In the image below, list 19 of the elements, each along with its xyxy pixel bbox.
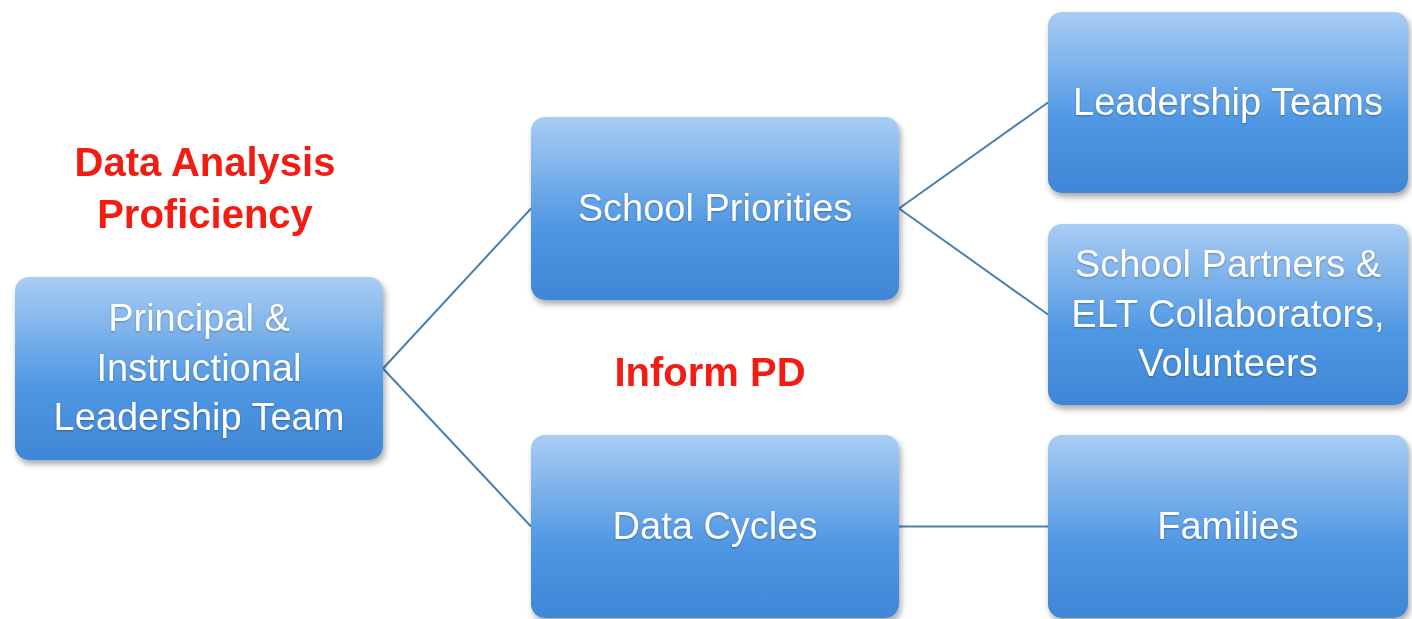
- connector-line: [898, 101, 1049, 210]
- process-box: [15, 277, 383, 460]
- box-label: Leadership Teams: [1073, 79, 1383, 125]
- note-label: Inform PD: [613, 349, 807, 396]
- box-label: Principal & Instructional Leadership Team: [52, 296, 346, 441]
- connector-line: [898, 525, 1049, 528]
- process-box: [531, 117, 899, 300]
- box-label: School Partners & ELT Collaborators, Volunteers: [1070, 242, 1386, 387]
- box-label: School Priorities: [577, 185, 853, 231]
- process-box: [1048, 224, 1408, 405]
- connector-line: [898, 207, 1049, 316]
- connector-line: [382, 207, 532, 370]
- box-label: Families: [1157, 503, 1299, 549]
- process-box: [1048, 12, 1408, 193]
- connector-line: [382, 367, 532, 528]
- process-box: [531, 435, 899, 618]
- box-label: Data Cycles: [612, 503, 818, 549]
- process-box: [1048, 435, 1408, 618]
- note-label: Data Analysis Proficiency: [73, 139, 337, 238]
